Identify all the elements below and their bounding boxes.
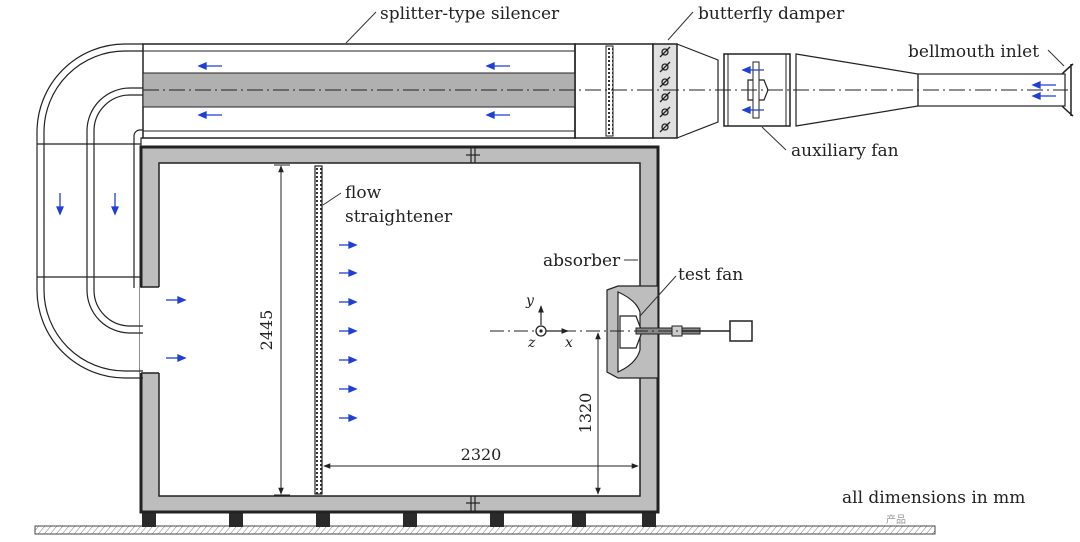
flow-arrow <box>339 327 358 335</box>
flow-arrow <box>485 62 510 70</box>
flow-arrow <box>166 296 187 304</box>
flow-arrow <box>741 106 764 114</box>
flow-straightener <box>314 165 323 495</box>
flow-straightener-label-2: straightener <box>345 207 453 227</box>
test-chamber <box>139 145 660 514</box>
flow-arrows <box>56 62 1056 422</box>
bend-inner <box>86 87 143 334</box>
wall-break-top <box>466 148 480 163</box>
dimension-offset-label: 1320 <box>576 393 595 434</box>
flow-arrow <box>56 193 64 216</box>
return-duct <box>36 43 143 379</box>
flow-straightener-leader <box>322 192 342 206</box>
flow-arrow <box>339 298 358 306</box>
splitter-silencer-leader <box>345 11 377 44</box>
flow-arrow <box>485 111 510 119</box>
dimension-offset: 1320 <box>576 332 601 495</box>
test-fan-label: test fan <box>678 265 743 285</box>
flow-arrow <box>741 66 764 74</box>
flow-arrow <box>339 241 358 249</box>
flow-arrow <box>339 385 358 393</box>
ground-hatch <box>34 525 936 535</box>
flow-arrow <box>166 354 187 362</box>
flow-arrow <box>339 269 358 277</box>
wall-break-bottom <box>466 496 480 511</box>
dimension-length: 2320 <box>323 445 639 469</box>
splitter-silencer <box>142 43 576 139</box>
bend-outer <box>36 43 143 379</box>
dimension-height: 2445 <box>257 164 290 496</box>
dimension-length-label: 2320 <box>461 445 502 464</box>
chamber-outer-edge <box>139 145 660 514</box>
flow-arrow <box>197 111 222 119</box>
floor-supports <box>142 512 656 527</box>
units-note: all dimensions in mm <box>842 488 1025 508</box>
watermark: 产品 <box>886 513 906 526</box>
inlet-opening <box>140 287 160 373</box>
y-axis-label: y <box>525 293 535 309</box>
test-fan-hub <box>619 315 643 349</box>
test-fan-motor <box>729 320 753 342</box>
flow-arrow <box>339 356 358 364</box>
butterfly-damper-label: butterfly damper <box>698 4 845 24</box>
absorber-label: absorber <box>543 251 621 271</box>
butterfly-damper-leader <box>667 11 694 41</box>
transition-contraction <box>676 43 719 139</box>
chamber-wall <box>140 146 659 513</box>
flow-arrow <box>1031 92 1056 100</box>
duct-flange <box>574 43 654 139</box>
dimension-height-label: 2445 <box>257 310 276 351</box>
test-fan-leader <box>639 275 677 317</box>
flow-straightener-label-1: flow <box>345 183 382 203</box>
bellmouth-inlet-label: bellmouth inlet <box>908 42 1039 62</box>
auxiliary-fan-leader <box>761 126 787 151</box>
duct-screen <box>605 45 614 137</box>
test-fan-assembly <box>606 285 753 379</box>
splitter-silencer-label: splitter-type silencer <box>380 4 560 24</box>
bellmouth-inlet <box>1061 63 1074 117</box>
z-axis-label: z <box>527 335 536 351</box>
coordinate-system: y x z <box>525 293 573 351</box>
x-axis-label: x <box>565 335 573 351</box>
butterfly-damper <box>652 43 678 139</box>
flow-arrow <box>339 414 358 422</box>
bellmouth-inlet-leader <box>1047 49 1065 67</box>
flow-arrow <box>111 193 119 216</box>
flow-arrow <box>1031 81 1056 89</box>
auxiliary-fan-label: auxiliary fan <box>791 141 899 161</box>
ground <box>34 512 936 535</box>
flow-arrow <box>197 62 222 70</box>
